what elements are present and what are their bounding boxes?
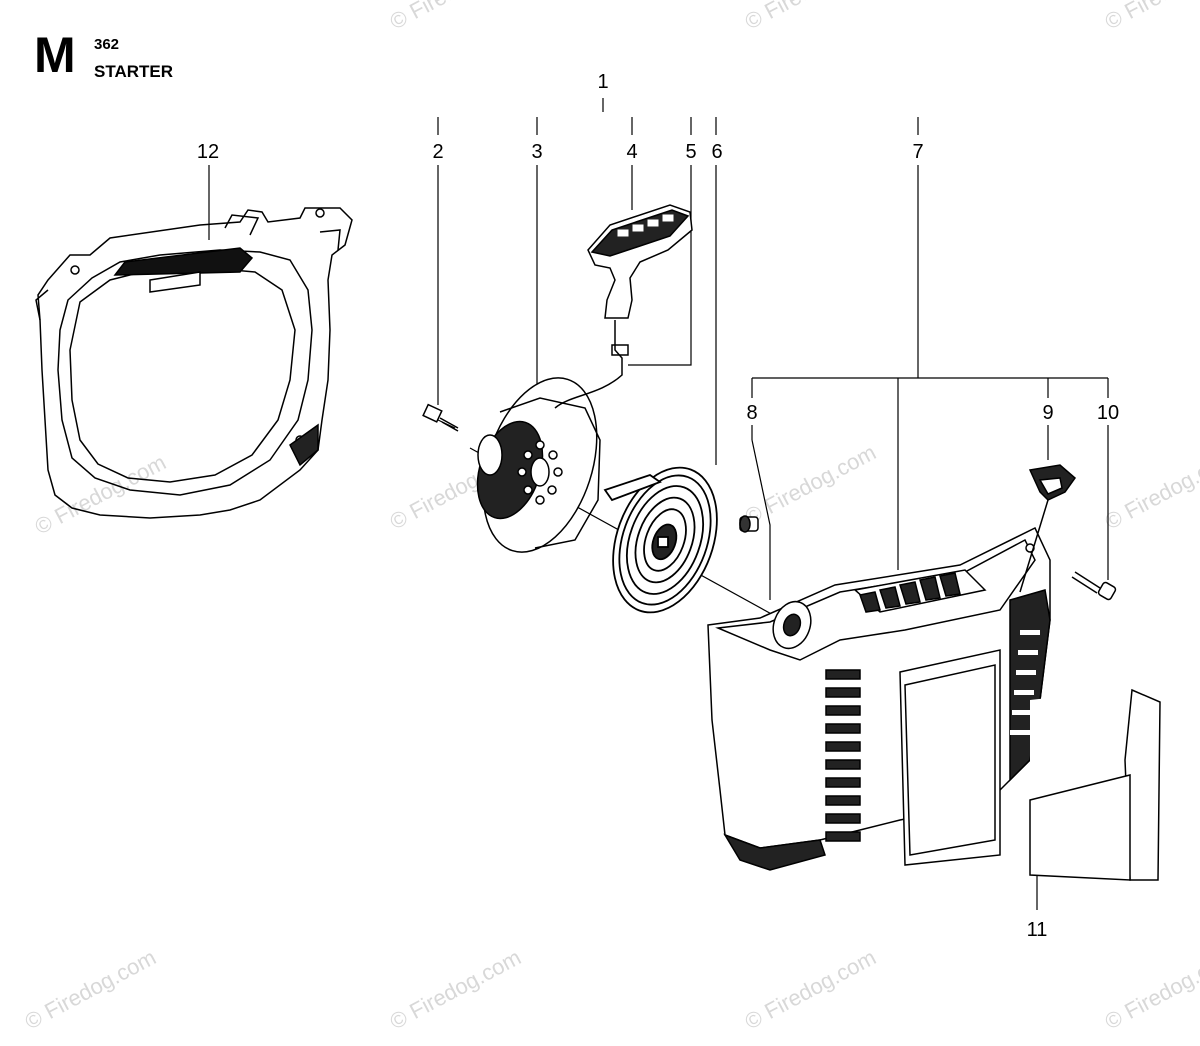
callout-7: 7 [912,141,923,163]
part-8-washer [772,600,812,650]
model-number: 362 [94,36,120,53]
callout-3: 3 [531,141,542,163]
callout-8: 8 [746,402,757,424]
callout-12: 12 [197,141,219,163]
part-5-starter-rope [554,320,629,409]
part-3-starter-pulley [476,377,601,553]
callout-4: 4 [626,141,637,163]
callout-2: 2 [432,141,443,163]
part-7-starter-housing [707,499,1051,871]
watermark-text: © Firedog.com [741,944,880,1034]
part-11-decal [1029,688,1161,881]
section-letter: M [34,27,76,83]
section-title: STARTER [94,62,174,81]
part-6-recoil-spring [603,466,718,614]
watermark-text: © Firedog.com [21,944,160,1034]
watermark-text: © Firedog.com [31,449,170,539]
watermark-text: © Firedog.com [1101,444,1200,534]
part-4-starter-handle [587,204,693,319]
watermark-text: © Firedog.com [1101,0,1200,34]
callout-1: 1 [597,71,608,93]
callout-9: 9 [1042,402,1053,424]
part-8-bushing [739,515,759,533]
callout-11: 11 [1027,919,1048,941]
callout-10: 10 [1097,402,1119,424]
callout-5: 5 [685,141,696,163]
callout-labels: 1 2 3 4 5 6 7 8 9 10 11 12 [197,71,1119,941]
part-2-bolt [422,403,459,432]
watermark-text: © Firedog.com [386,0,525,34]
part-12-fan-housing [35,207,353,519]
watermark-text: © Firedog.com [386,944,525,1034]
callout-6: 6 [711,141,722,163]
part-10-screw [1071,571,1117,601]
watermark-text: © Firedog.com [1101,944,1200,1034]
part-9-rope-guide [1028,464,1077,501]
watermark-text: © Firedog.com [741,0,880,34]
